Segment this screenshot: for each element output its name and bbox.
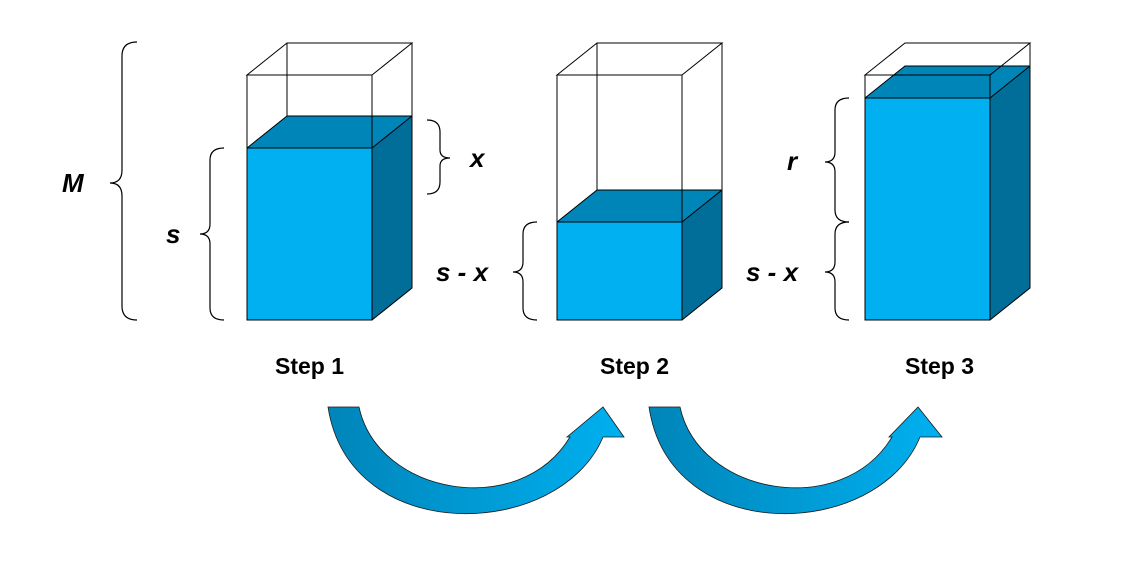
- liquid-side-step-2: [682, 190, 722, 320]
- liquid-top-step-2: [557, 190, 722, 222]
- container-step-3: [863, 42, 1032, 321]
- label-s-minus-x-step-3: s - x: [746, 257, 800, 287]
- liquid-side-step-3: [990, 66, 1030, 320]
- label-x: x: [468, 143, 486, 173]
- label-s: s: [166, 219, 180, 249]
- brace-x: [426, 119, 451, 195]
- step-label-3: Step 3: [905, 353, 974, 379]
- liquid-front-step-1: [246, 147, 373, 321]
- container-step-2: [555, 42, 724, 321]
- liquid-top-step-3: [865, 66, 1030, 98]
- liquid-front-step-2: [556, 221, 683, 321]
- liquid-side-step-1: [372, 116, 412, 320]
- container-step-1: [245, 42, 414, 321]
- brace-s-minus-x-step-3: [824, 221, 850, 321]
- brace-s: [199, 147, 225, 321]
- liquid-front-step-3: [864, 97, 991, 321]
- step-label-2: Step 2: [600, 353, 669, 379]
- label-s-minus-x-step-2: s - x: [436, 257, 490, 287]
- curved-arrow-step-1-to-2: [327, 406, 625, 514]
- brace-r: [824, 97, 850, 223]
- brace-M: [109, 41, 138, 321]
- label-M: M: [62, 168, 85, 198]
- brace-s-minus-x-step-2: [512, 221, 538, 321]
- label-r: r: [787, 146, 799, 176]
- liquid-top-step-1: [247, 116, 412, 148]
- curved-arrow-step-2-to-3: [648, 406, 943, 514]
- step-label-1: Step 1: [275, 353, 344, 379]
